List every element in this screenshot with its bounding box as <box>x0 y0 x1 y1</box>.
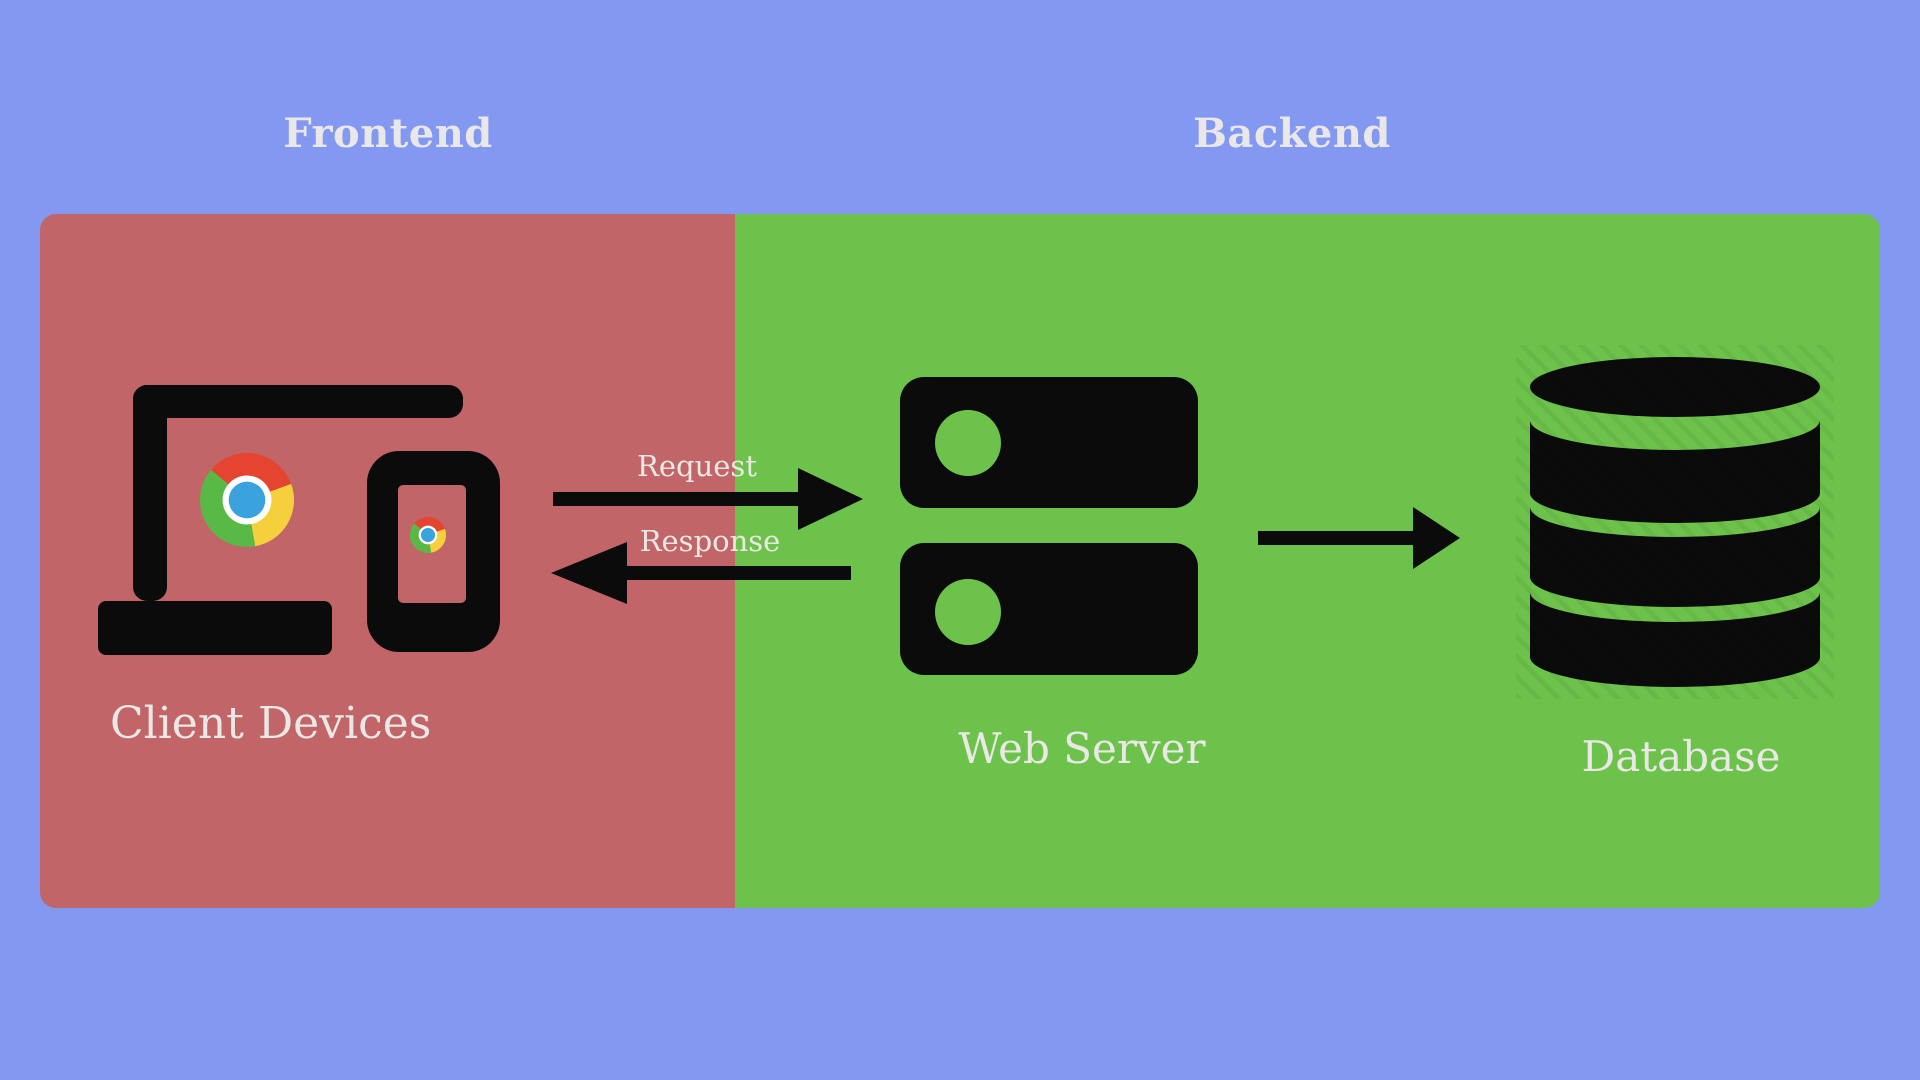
server-to-database-arrow-icon <box>1258 507 1460 569</box>
response-arrow-icon <box>551 542 851 604</box>
chrome-logo-small-icon <box>410 517 447 553</box>
database-icon <box>1530 357 1820 687</box>
client-devices-icon <box>98 385 500 655</box>
chrome-logo-icon <box>200 453 295 547</box>
response-label: Response <box>639 524 781 558</box>
request-arrow-icon <box>553 468 863 530</box>
backend-title: Backend <box>1193 110 1391 157</box>
server-led-icon <box>935 410 1001 476</box>
web-server-label: Web Server <box>958 724 1206 773</box>
frontend-title: Frontend <box>283 110 493 157</box>
database-label: Database <box>1581 732 1781 781</box>
server-led-icon <box>935 579 1001 645</box>
laptop-icon <box>98 385 463 655</box>
client-devices-label: Client Devices <box>110 698 432 749</box>
request-label: Request <box>637 449 757 483</box>
web-server-icon <box>900 377 1198 675</box>
